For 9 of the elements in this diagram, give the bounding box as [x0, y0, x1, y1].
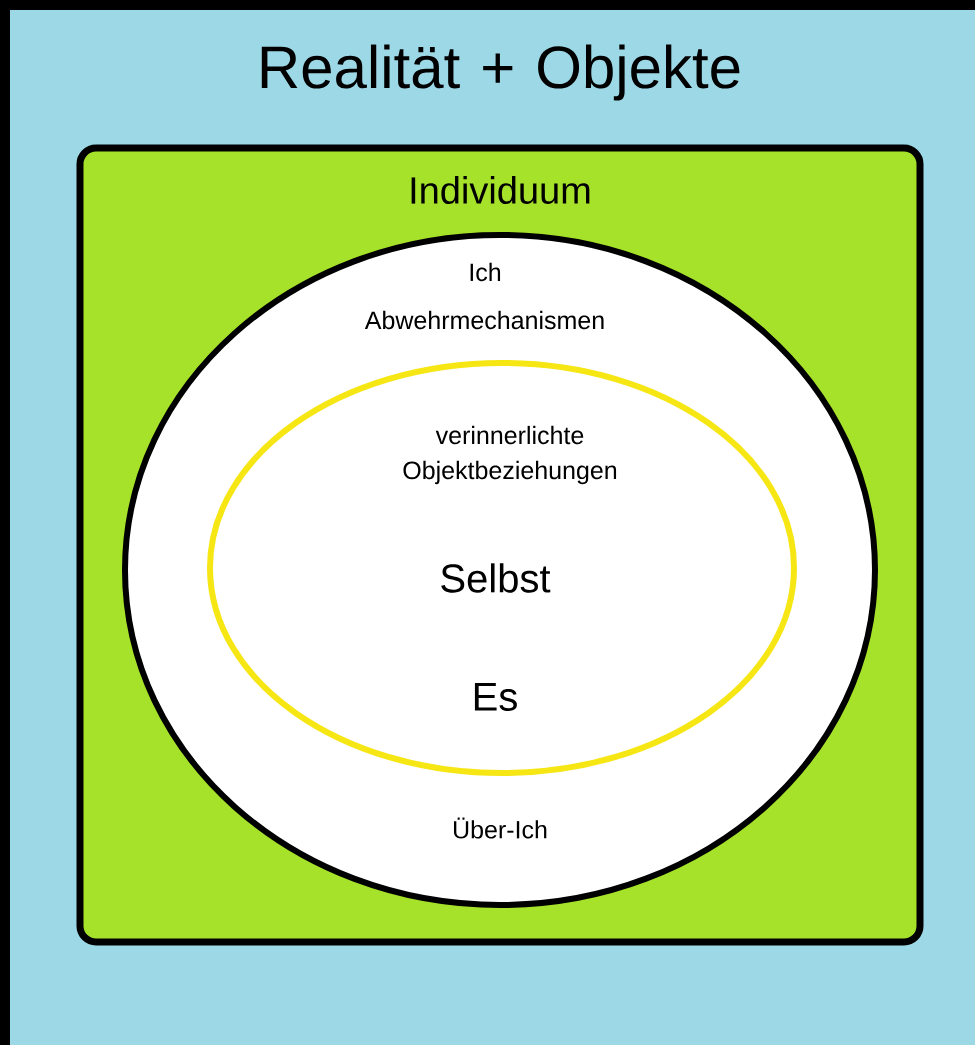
ellipse	[207, 360, 797, 776]
label: Abwehrmechanismen	[364, 310, 604, 330]
title: Realität + Objekte	[261, 44, 740, 101]
label: verinnerlichte Objektbeziehungen	[403, 425, 617, 485]
heading: Individuum	[411, 176, 590, 204]
label: Ich	[470, 262, 501, 282]
label: Es	[474, 683, 517, 711]
label: Selbst	[441, 563, 551, 593]
label: Über-Ich	[454, 817, 547, 839]
